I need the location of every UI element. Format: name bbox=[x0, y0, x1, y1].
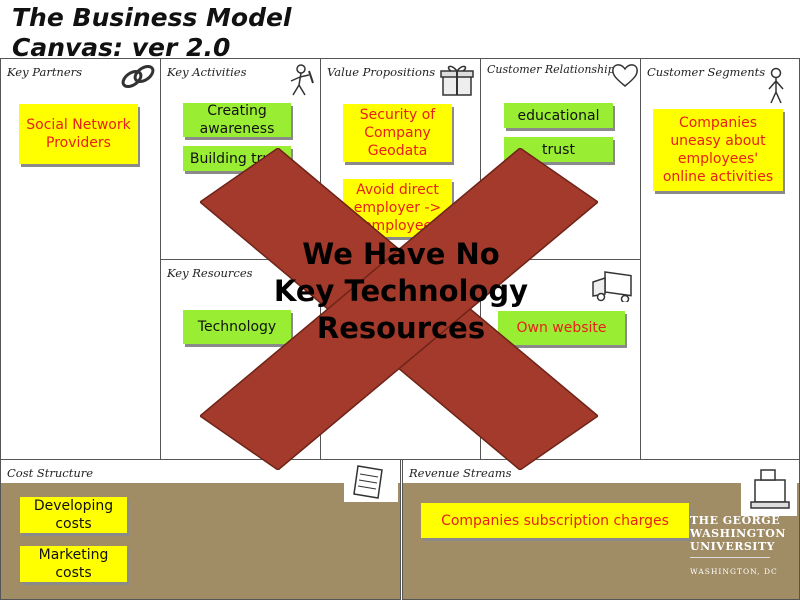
security-geodata-note: Security of Company Geodata bbox=[343, 104, 452, 162]
companies-uneasy-note: Companies uneasy about employees' online… bbox=[653, 109, 783, 191]
marketing-costs-note: Marketing costs bbox=[20, 546, 127, 582]
heart-icon bbox=[612, 64, 638, 87]
building-trust-note: Building trust bbox=[183, 146, 291, 171]
receipt-icon bbox=[344, 462, 398, 502]
overlay-message: We Have No Key Technology Resources bbox=[273, 237, 529, 345]
cash-register-icon bbox=[741, 462, 797, 516]
key-resources-label: Key Resources bbox=[167, 266, 253, 280]
educational-note: educational bbox=[504, 103, 613, 128]
gift-icon bbox=[440, 65, 474, 96]
creating-awareness-note: Creating awareness bbox=[183, 103, 291, 137]
slide-title: The Business Model Canvas: ver 2.0 bbox=[12, 3, 292, 62]
customer-relationships-panel: Customer Relationships educational trust bbox=[480, 58, 641, 260]
person-icon bbox=[768, 67, 784, 104]
gwu-logo: THE GEORGE WASHINGTON UNIVERSITY WASHING… bbox=[690, 514, 790, 578]
key-activities-label: Key Activities bbox=[167, 65, 247, 79]
customer-segments-panel: Customer Segments Companies uneasy about… bbox=[640, 58, 800, 460]
revenue-streams-label: Revenue Streams bbox=[409, 466, 512, 480]
truck-icon bbox=[592, 271, 632, 302]
trust-note: trust bbox=[504, 137, 613, 162]
subscription-charges-note: Companies subscription charges bbox=[421, 503, 689, 538]
chain-link-icon bbox=[121, 64, 155, 89]
key-activities-panel: Key Activities Creating awareness Buildi… bbox=[160, 58, 321, 260]
cost-structure-panel: Cost Structure Developing costs Marketin… bbox=[0, 459, 401, 600]
cost-structure-label: Cost Structure bbox=[7, 466, 94, 480]
social-network-note: Social Network Providers bbox=[19, 104, 138, 164]
developing-costs-note: Developing costs bbox=[20, 497, 127, 533]
key-partners-label: Key Partners bbox=[7, 65, 83, 79]
avoid-direct-note: Avoid direct employer -> employee bbox=[343, 179, 452, 237]
customer-relationships-label: Customer Relationships bbox=[487, 63, 621, 76]
worker-icon bbox=[290, 64, 314, 96]
customer-segments-label: Customer Segments bbox=[647, 65, 766, 79]
gwu-logo-location: WASHINGTON, DC bbox=[690, 567, 778, 576]
gwu-logo-name: THE GEORGE WASHINGTON UNIVERSITY bbox=[690, 514, 786, 553]
value-propositions-label: Value Propositions bbox=[327, 65, 436, 79]
key-partners-panel: Key Partners Social Network Providers bbox=[0, 58, 161, 460]
revenue-streams-panel: Revenue Streams Companies subscription c… bbox=[402, 459, 800, 600]
